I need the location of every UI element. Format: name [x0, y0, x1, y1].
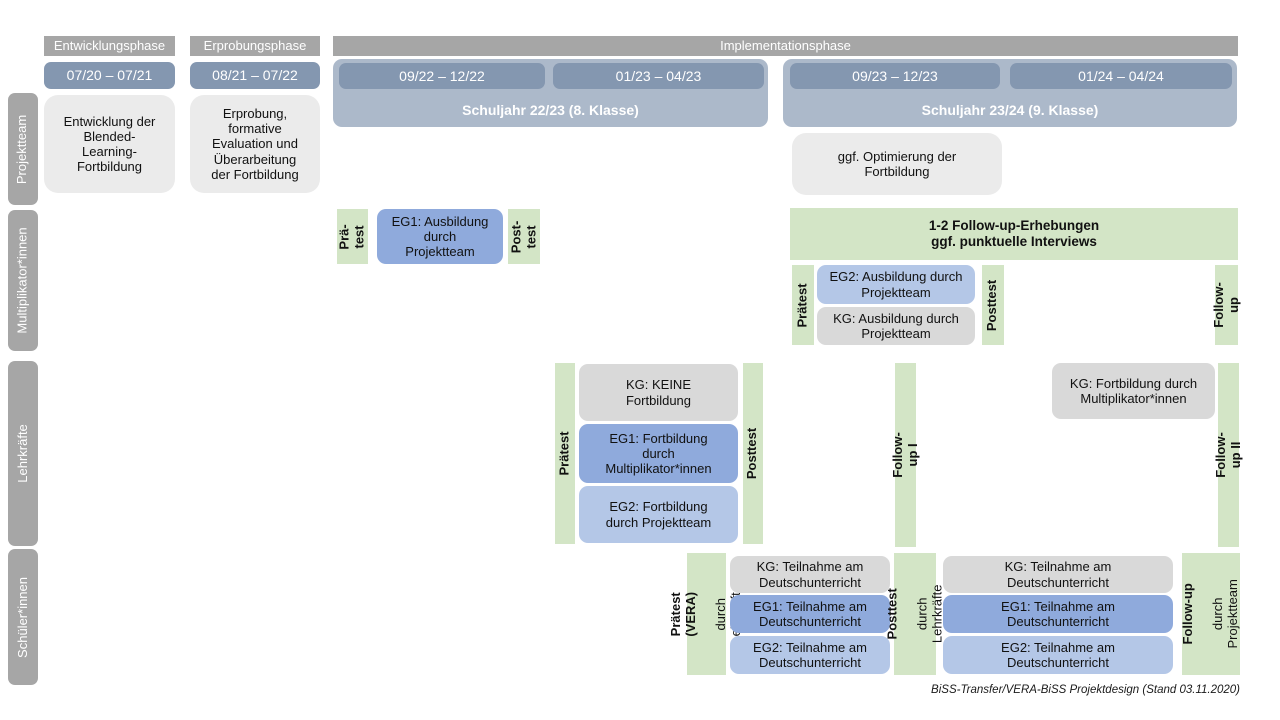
box-eg1-teilnahme-2: EG1: Teilnahme am Deutschunterricht — [943, 595, 1173, 633]
vlabel-praetest-vera: Prätest (VERA) durch Lehrkräfte — [668, 553, 743, 675]
vlabel-posttest-lehrkraefte: Posttest — [743, 363, 763, 544]
posttest-schueler-main: Posttest — [884, 588, 900, 640]
row-label-multiplikatorinnen: Multiplikator*innen — [8, 210, 38, 351]
box-eg2-fortbildung-projektteam: EG2: Fortbildung durch Projektteam — [579, 486, 738, 543]
schuljahr-label-23-24: Schuljahr 23/24 (9. Klasse) — [921, 101, 1099, 118]
date-bar-0923-1223: 09/23 – 12/23 — [790, 63, 1000, 89]
followup-schueler-sub: durch Projektteam — [1210, 579, 1240, 649]
vlabel-followup-schueler: Follow-up durch Projektteam — [1180, 553, 1240, 675]
row-label-projektteam: Projektteam — [8, 93, 38, 205]
box-kg-ausbildung-projektteam: KG: Ausbildung durch Projektteam — [817, 307, 975, 345]
box-eg2-teilnahme-2: EG2: Teilnahme am Deutschunterricht — [943, 636, 1173, 674]
vlabel-posttest-schueler: Posttest durch Lehrkräfte — [884, 553, 944, 675]
followup-schueler-main: Follow-up — [1180, 583, 1196, 645]
phase-bar-implementationsphase: Implementationsphase — [333, 36, 1238, 56]
date-bar-0124-0424: 01/24 – 04/24 — [1010, 63, 1232, 89]
box-eg2-teilnahme-1: EG2: Teilnahme am Deutschunterricht — [730, 636, 890, 674]
date-bar-0821-0722: 08/21 – 07/22 — [190, 62, 320, 89]
diagram-caption: BiSS-Transfer/VERA-BiSS Projektdesign (S… — [931, 684, 1240, 696]
date-bar-0720-0721: 07/20 – 07/21 — [44, 62, 175, 89]
box-kg-teilnahme-1: KG: Teilnahme am Deutschunterricht — [730, 556, 890, 593]
vlabel-posttest-multiplikator-1: Post- test — [508, 209, 540, 264]
box-eg1-fortbildung-multiplikatorinnen: EG1: Fortbildung durch Multiplikator*inn… — [579, 424, 738, 483]
vlabel-followup-multiplikator: Follow-up — [1211, 265, 1241, 345]
vlabel-followup-2: Follow-up II — [1213, 363, 1243, 547]
box-kg-keine-fortbildung: KG: KEINE Fortbildung — [579, 364, 738, 421]
box-eg1-teilnahme-1: EG1: Teilnahme am Deutschunterricht — [730, 595, 890, 633]
date-bar-0123-0423: 01/23 – 04/23 — [553, 63, 764, 89]
box-kg-teilnahme-2: KG: Teilnahme am Deutschunterricht — [943, 556, 1173, 593]
box-kg-fortbildung-multiplikatorinnen: KG: Fortbildung durch Multiplikator*inne… — [1052, 363, 1215, 419]
vlabel-followup-1: Follow-up I — [890, 363, 920, 547]
vlabel-praetest-multiplikator-2: Prätest — [792, 265, 814, 345]
posttest-schueler-sub: durch Lehrkräfte — [914, 584, 944, 644]
date-bar-0922-1222: 09/22 – 12/22 — [339, 63, 545, 89]
row-label-lehrkraefte: Lehrkräfte — [8, 361, 38, 546]
row-label-schuelerinnen: Schüler*innen — [8, 549, 38, 685]
box-optimierung-fortbildung: ggf. Optimierung der Fortbildung — [792, 133, 1002, 195]
box-entwicklung-fortbildung: Entwicklung der Blended- Learning- Fortb… — [44, 95, 175, 193]
vlabel-praetest-lehrkraefte: Prätest — [555, 363, 575, 544]
box-eg1-ausbildung-projektteam: EG1: Ausbildung durch Projektteam — [377, 209, 503, 264]
phase-bar-erprobungsphase: Erprobungsphase — [190, 36, 320, 56]
box-erprobung-evaluation: Erprobung, formative Evaluation und Über… — [190, 95, 320, 193]
box-followup-erhebungen: 1-2 Follow-up-Erhebungen ggf. punktuelle… — [790, 208, 1238, 260]
schuljahr-label-22-23: Schuljahr 22/23 (8. Klasse) — [462, 101, 639, 118]
phase-bar-entwicklungsphase: Entwicklungsphase — [44, 36, 175, 56]
vlabel-praetest-multiplikator-1: Prä- test — [337, 209, 368, 264]
praetest-vera-main: Prätest (VERA) — [668, 591, 699, 637]
box-eg2-ausbildung-projektteam: EG2: Ausbildung durch Projektteam — [817, 265, 975, 304]
vlabel-posttest-multiplikator-2: Posttest — [982, 265, 1004, 345]
